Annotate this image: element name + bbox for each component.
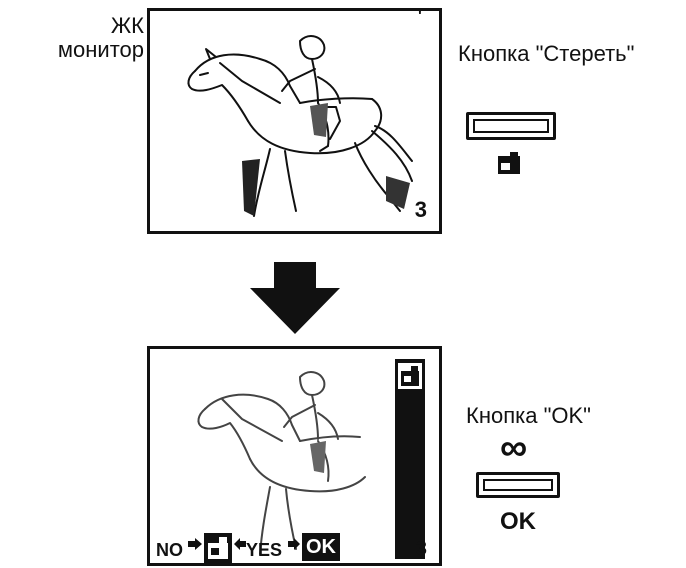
arrow-left-icon — [234, 537, 246, 555]
no-option[interactable]: NO — [156, 540, 183, 560]
erase-icon — [496, 150, 522, 181]
svg-text:': ' — [418, 11, 422, 25]
ok-indicator-text: OK — [306, 536, 336, 558]
lcd-screen-before: ' 3 — [147, 8, 442, 234]
lcd-label-line1: ЖК — [110, 13, 144, 38]
lcd-label-line2: монитор — [57, 37, 144, 62]
arrow-right-icon — [188, 537, 202, 555]
ok-button-inner — [483, 479, 553, 491]
ok-button[interactable] — [476, 472, 560, 498]
ok-indicator[interactable]: OK — [302, 533, 340, 561]
lcd-monitor-label: ЖК монитор — [58, 13, 144, 62]
ok-button-label: Кнопка "OK" — [466, 403, 591, 428]
erase-option-icon — [204, 533, 232, 563]
ok-button-caption: OK — [500, 508, 536, 535]
erase-button-inner — [473, 119, 549, 133]
frame-number-before: 3 — [414, 197, 427, 222]
frame-number-after: 3 — [415, 538, 427, 560]
erase-menu-icon — [398, 363, 422, 389]
erase-button-label: Кнопка "Стереть" — [458, 41, 635, 66]
erase-button[interactable] — [466, 112, 556, 140]
horse-rider-image: ' — [187, 8, 422, 217]
down-arrow-icon — [250, 262, 340, 339]
lcd-screen-after: NO YES OK 3 — [147, 346, 442, 566]
arrow-right-icon-2 — [288, 537, 300, 555]
infinity-icon: ∞ — [500, 427, 528, 469]
delete-menu-bar — [395, 359, 425, 559]
yes-option[interactable]: YES — [246, 540, 283, 560]
horse-rider-image-dimmed — [197, 371, 366, 555]
